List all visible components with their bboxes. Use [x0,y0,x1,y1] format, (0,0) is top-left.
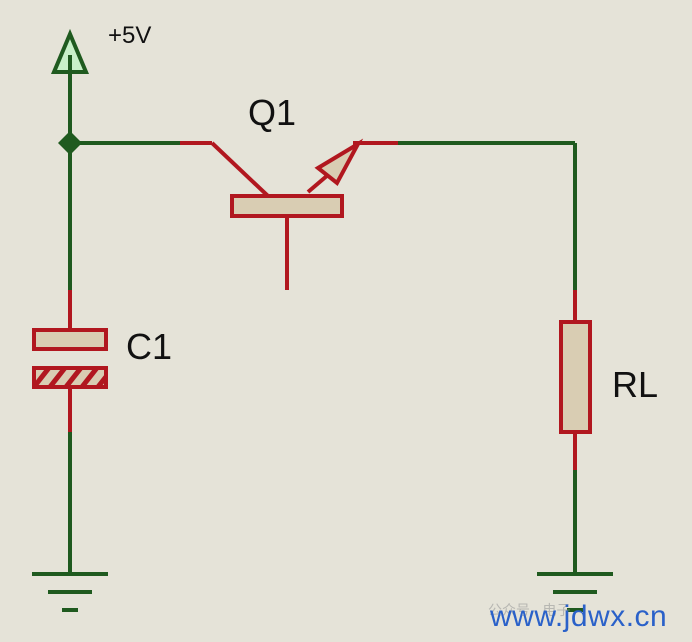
emitter-arrow-icon [314,138,364,187]
capacitor-label: C1 [126,326,173,367]
supply-voltage-label: +5V [108,22,152,49]
load-resistor-label: RL [612,364,659,405]
resistor-rl-symbol [559,290,592,470]
junction-dot [58,131,82,155]
wires [68,70,577,572]
capacitor-c1-symbol [32,290,108,432]
transistor-label: Q1 [248,92,297,133]
power-terminal-icon [50,28,90,74]
watermark-site-text: www.jdwx.cn [490,600,668,633]
watermark-faint-text: 公众号 · 电子 [488,602,571,618]
ground-icon-right [537,572,613,612]
transistor-base-bar [230,194,344,218]
ground-icon-left [32,572,108,612]
